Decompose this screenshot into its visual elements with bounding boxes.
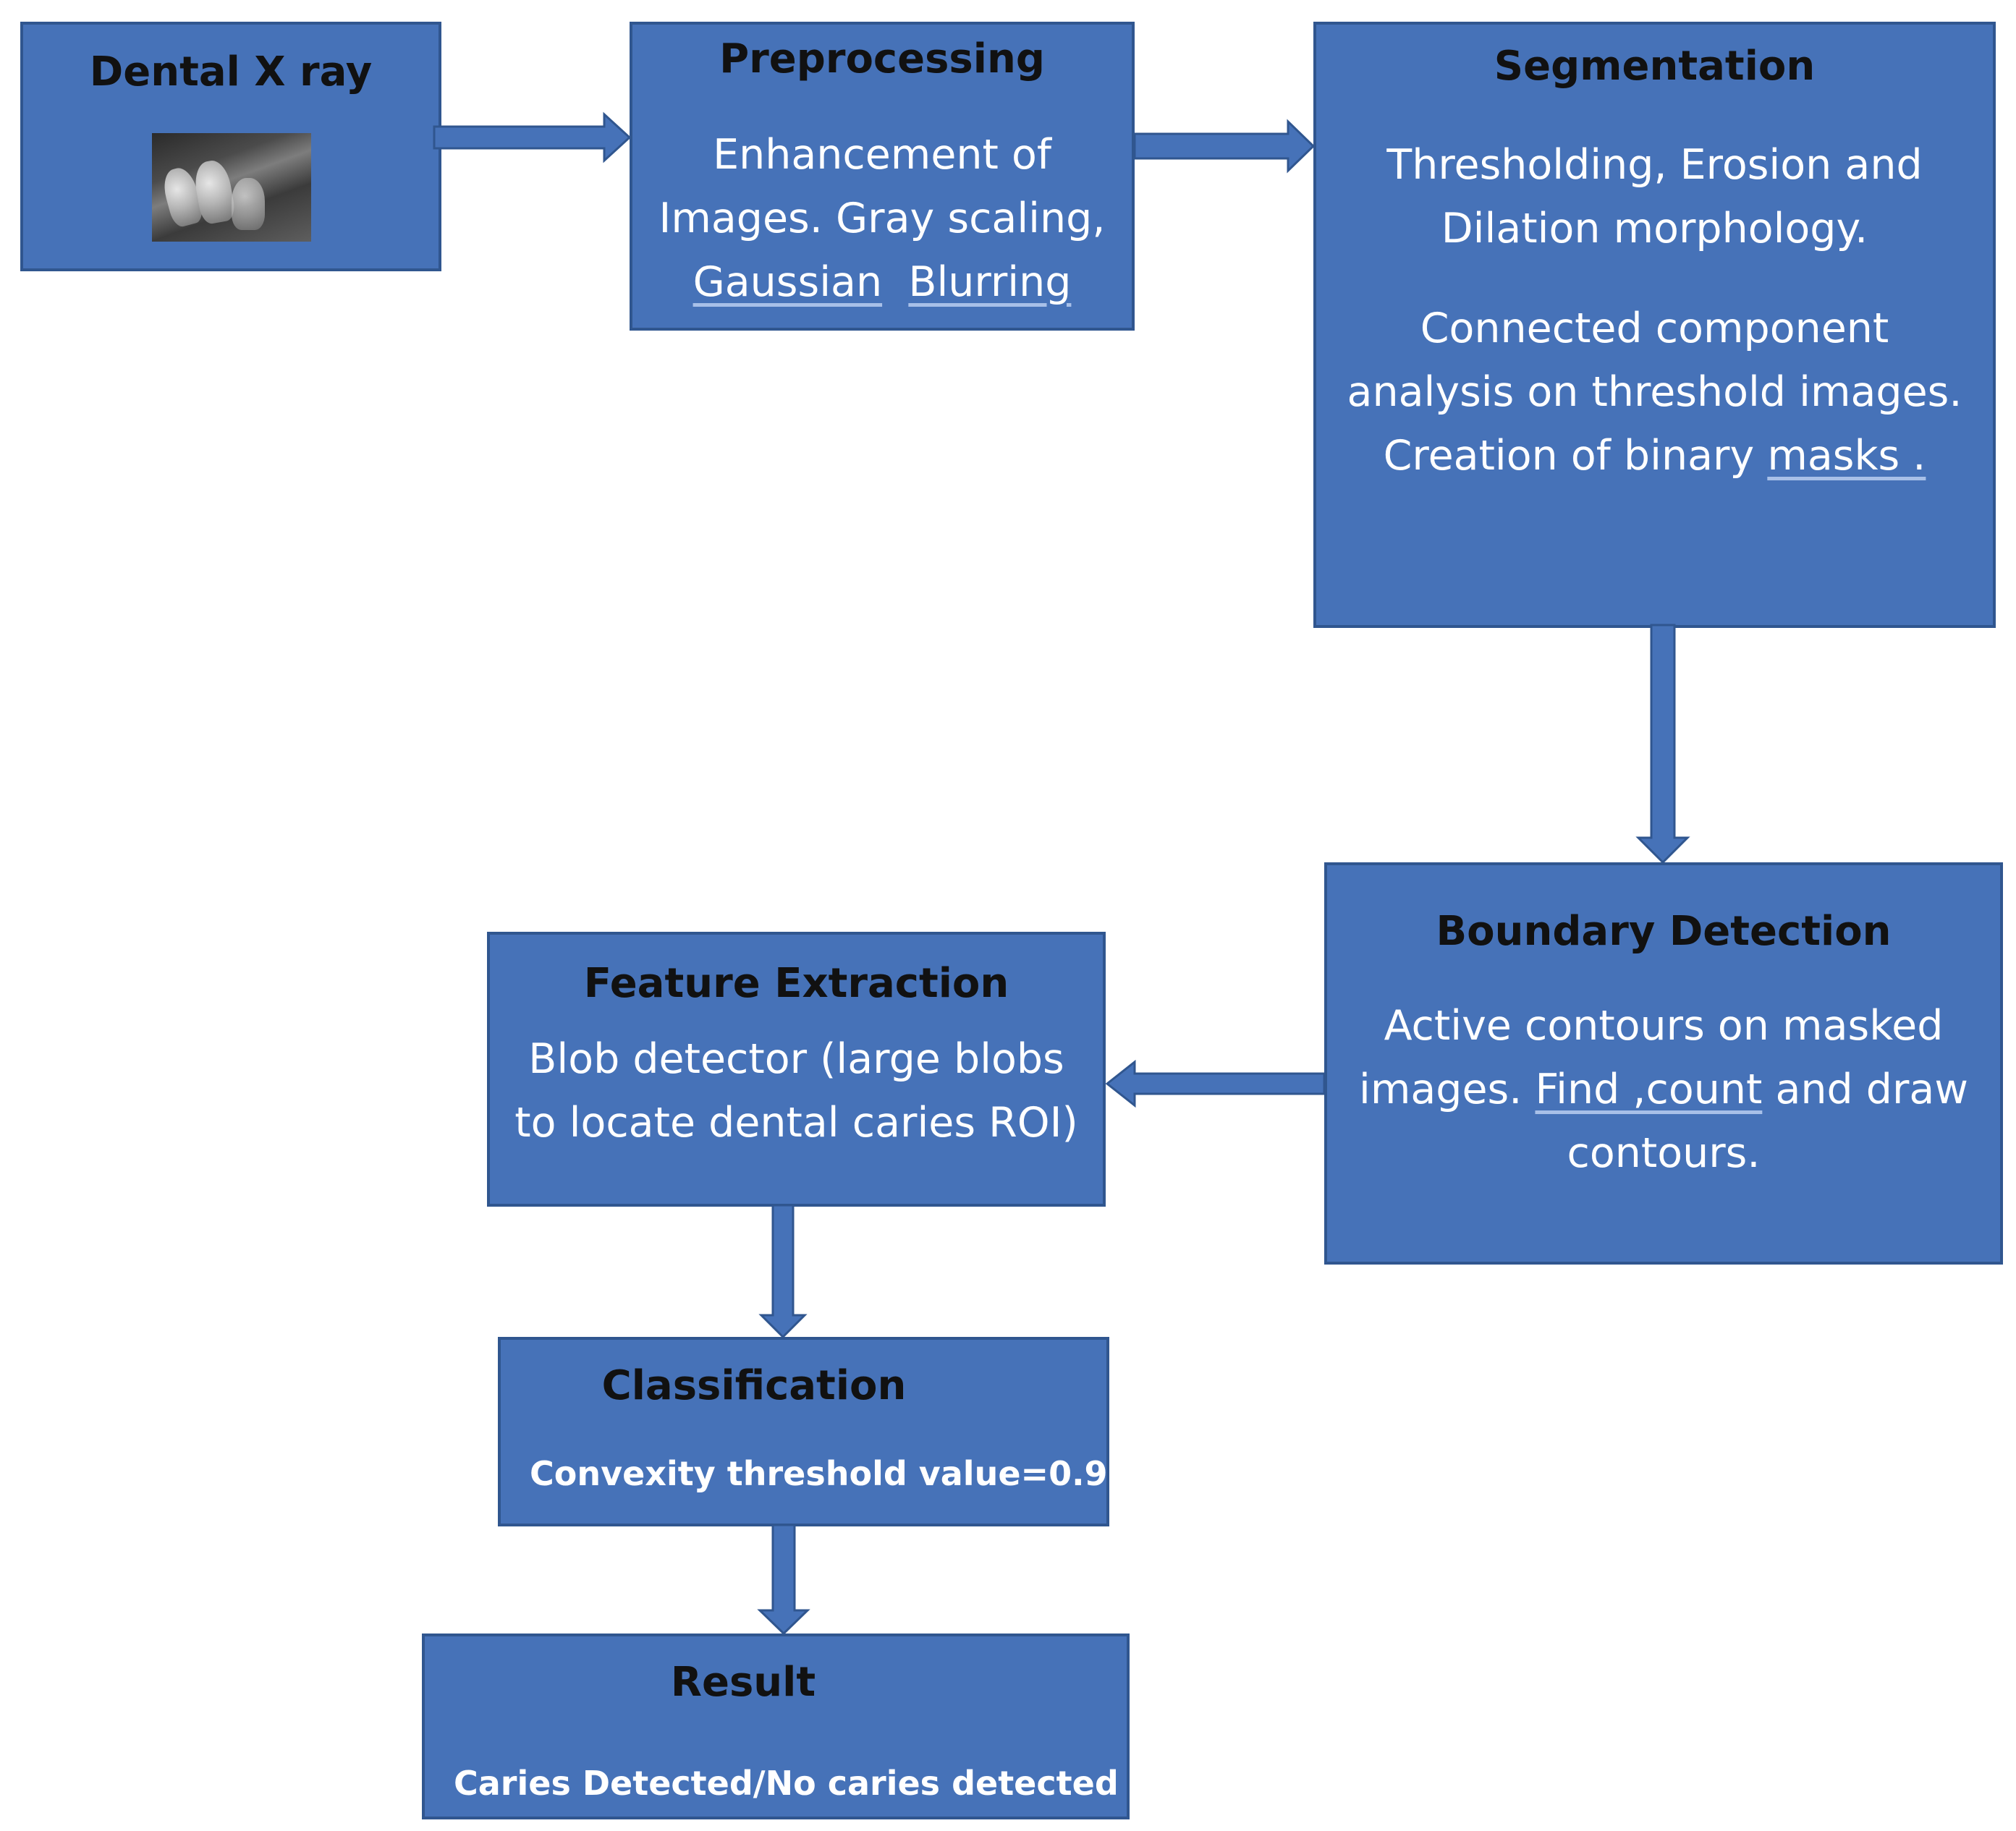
node-description: Thresholding, Erosion and Dilation morph… bbox=[1316, 133, 1993, 488]
node-preprocessing: Preprocessing Enhancement of Images. Gra… bbox=[630, 22, 1135, 331]
node-classification: Classification Convexity threshold value… bbox=[498, 1337, 1109, 1526]
node-result: Result Caries Detected/No caries detecte… bbox=[422, 1634, 1130, 1819]
desc-line: Dilation morphology. bbox=[1441, 205, 1868, 252]
xray-thumbnail bbox=[152, 133, 311, 242]
arrow-left bbox=[1105, 1059, 1326, 1108]
desc-line: Active contours on masked bbox=[1384, 1002, 1944, 1050]
node-boundary-detection: Boundary Detection Active contours on ma… bbox=[1324, 862, 2003, 1265]
desc-line: Enhancement of bbox=[713, 131, 1051, 179]
desc-line: Gaussian Blurring bbox=[693, 258, 1072, 306]
desc-line: Images. Gray scaling, bbox=[658, 195, 1106, 242]
desc-line: Blob detector (large blobs bbox=[528, 1035, 1064, 1083]
node-segmentation: Segmentation Thresholding, Erosion and D… bbox=[1313, 22, 1996, 628]
desc-line: Creation of binary masks . bbox=[1383, 432, 1926, 480]
desc-line: to locate dental caries ROI) bbox=[514, 1099, 1078, 1147]
node-title: Preprocessing bbox=[719, 35, 1045, 82]
node-description: Active contours on masked images. Find ,… bbox=[1327, 994, 2000, 1185]
node-description: Enhancement of Images. Gray scaling, Gau… bbox=[632, 123, 1132, 314]
node-description: Convexity threshold value=0.9 bbox=[530, 1454, 1108, 1493]
node-title: Feature Extraction bbox=[583, 960, 1009, 1007]
node-feature-extraction: Feature Extraction Blob detector (large … bbox=[487, 932, 1106, 1207]
node-title: Classification bbox=[601, 1362, 907, 1409]
node-description: Caries Detected/No caries detected bbox=[454, 1764, 1119, 1803]
desc-line: analysis on threshold images. bbox=[1347, 368, 1962, 416]
arrow-down bbox=[1635, 624, 1690, 864]
node-description: Blob detector (large blobs to locate den… bbox=[490, 1027, 1103, 1155]
node-title: Boundary Detection bbox=[1436, 908, 1892, 955]
arrow-down bbox=[758, 1204, 808, 1339]
node-title: Dental X ray bbox=[89, 48, 373, 95]
node-title: Segmentation bbox=[1494, 43, 1816, 90]
arrow-right bbox=[1133, 119, 1316, 174]
desc-line: contours. bbox=[1567, 1129, 1761, 1177]
node-title: Result bbox=[670, 1659, 816, 1706]
desc-line: Thresholding, Erosion and bbox=[1386, 141, 1923, 189]
desc-line: Connected component bbox=[1420, 305, 1889, 352]
arrow-right bbox=[433, 111, 632, 163]
arrow-down bbox=[757, 1524, 810, 1636]
node-dental-xray: Dental X ray bbox=[20, 22, 441, 271]
desc-line: images. Find ,count and draw bbox=[1359, 1066, 1968, 1113]
